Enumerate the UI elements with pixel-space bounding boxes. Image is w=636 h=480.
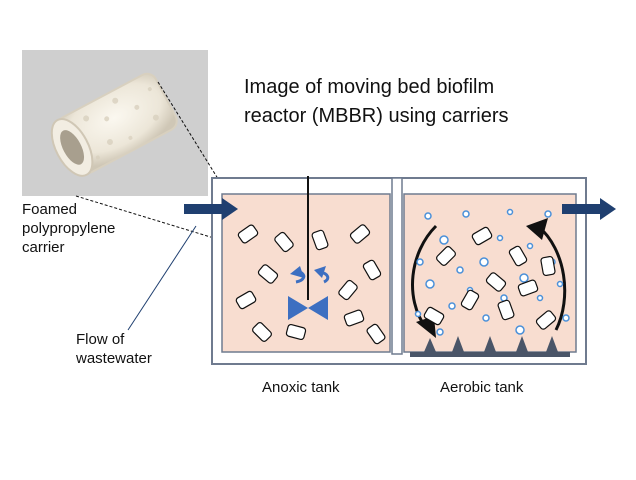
tank-outline xyxy=(211,177,587,365)
diagram-title-line1: Image of moving bed biofilm xyxy=(244,76,495,98)
mixer-blade-right xyxy=(308,296,328,320)
mixer-blade-left xyxy=(288,296,308,320)
aerobic-tank-label: Aerobic tank xyxy=(440,379,524,396)
anoxic-tank-water xyxy=(221,193,391,353)
zoom-line-top xyxy=(157,81,247,225)
outflow-arrow xyxy=(562,198,616,220)
diagram-title-line2: reactor (MBBR) using carriers xyxy=(244,105,509,127)
air-diffuser xyxy=(410,336,570,357)
mixer xyxy=(288,176,330,320)
anoxic-carriers xyxy=(235,224,386,345)
carrier-photo xyxy=(22,50,208,196)
carrier-label-line1: Foamed xyxy=(22,201,78,218)
circulation-arrows xyxy=(411,224,567,331)
air-bubbles xyxy=(414,208,570,336)
flow-callout-line xyxy=(127,225,197,331)
flow-label-line2: wastewater xyxy=(76,350,152,367)
circulation-arrowhead-right xyxy=(526,218,548,240)
carrier-label-line3: carrier xyxy=(22,239,65,256)
flow-label-line1: Flow of xyxy=(76,331,125,348)
anoxic-tank-label: Anoxic tank xyxy=(262,379,340,396)
carrier-image xyxy=(50,72,178,177)
tank-divider xyxy=(391,177,403,355)
carrier-label-line2: polypropylene xyxy=(22,220,116,237)
inflow-arrow xyxy=(184,198,238,220)
aerobic-carriers xyxy=(423,226,557,330)
